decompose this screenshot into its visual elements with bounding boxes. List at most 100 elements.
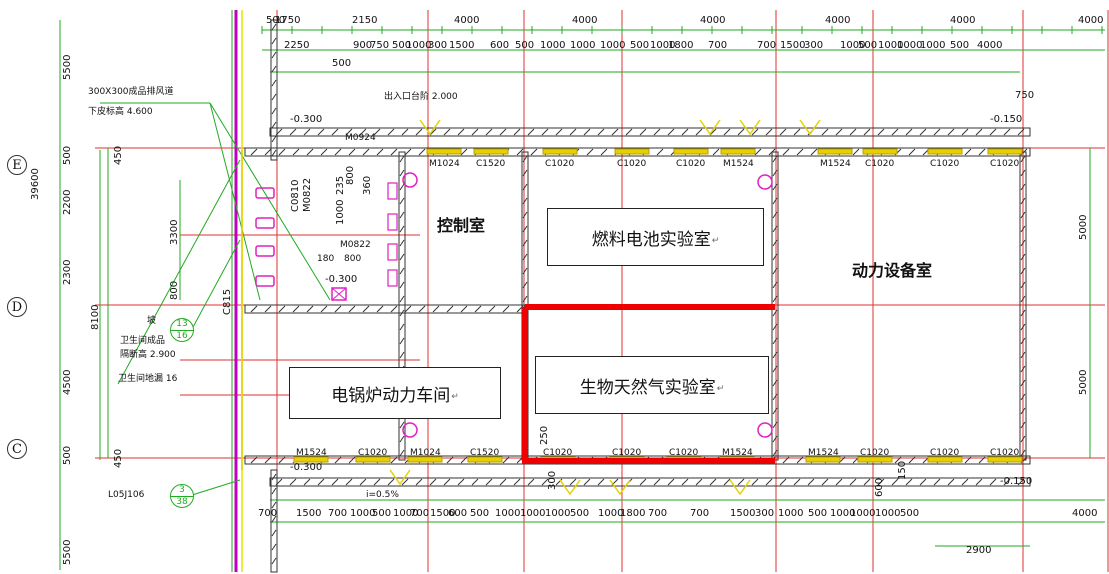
- window-tag-bottom: C1020: [612, 448, 641, 458]
- wall-hatch: [772, 407, 778, 415]
- toilet-tag: M0822: [302, 178, 313, 212]
- wall-hatch: [271, 37, 277, 45]
- wall-hatch: [522, 281, 528, 289]
- wall-hatch: [399, 155, 405, 163]
- wall-vertical: [1019, 151, 1027, 461]
- wall-hatch: [348, 148, 356, 156]
- wall-hatch: [516, 148, 524, 156]
- wall-vertical: [398, 151, 406, 461]
- wall-hatch: [754, 148, 762, 156]
- wall-hatch: [765, 128, 773, 136]
- right-dim-lower: 5000: [1078, 370, 1089, 395]
- wall-hatch: [527, 128, 535, 136]
- wall-hatch: [522, 295, 528, 303]
- wall-hatch: [835, 478, 843, 486]
- wall-hatch: [653, 478, 661, 486]
- ref1-divider: [171, 329, 193, 331]
- wall-hatch: [961, 128, 969, 136]
- wall-hatch: [250, 305, 258, 313]
- wall-hatch: [807, 478, 815, 486]
- wall-hatch: [723, 478, 731, 486]
- wall-hatch: [488, 305, 496, 313]
- wall-hatch: [1020, 449, 1026, 457]
- room-label-biogas: 生物天然气实验室: [579, 377, 716, 398]
- wall-hatch: [271, 487, 277, 495]
- wall-hatch: [415, 128, 423, 136]
- top-dimension-label: 1000: [600, 40, 625, 51]
- wall-hatch: [250, 456, 258, 464]
- wall-hatch: [271, 121, 277, 129]
- wall-hatch: [303, 128, 311, 136]
- wall-hatch: [1020, 323, 1026, 331]
- toilet-tag: M0822: [340, 240, 371, 250]
- wall-hatch: [555, 478, 563, 486]
- window-tag-top: C1020: [617, 159, 646, 169]
- wall-hatch: [751, 478, 759, 486]
- wall-hatch: [1020, 309, 1026, 317]
- wall-hatch: [1020, 225, 1026, 233]
- wall-hatch: [772, 323, 778, 331]
- annotation-toilet-a: 卫生间成品: [120, 334, 165, 346]
- wall-hatch: [271, 515, 277, 523]
- elevation-toilet: -0.300: [325, 274, 357, 285]
- window-tag-bottom: M1024: [410, 448, 441, 458]
- ref2-divider: [171, 495, 193, 497]
- top-dimension-label: 500: [515, 40, 534, 51]
- bottom-dimension-label: 500: [900, 508, 919, 519]
- window-symbol: [542, 148, 578, 155]
- wall-hatch: [772, 379, 778, 387]
- left-dim-top: 5500: [62, 55, 73, 80]
- wall-hatch: [772, 253, 778, 261]
- wall-hatch: [522, 253, 528, 261]
- bottom-dimension-label: 1000: [778, 508, 803, 519]
- window-symbol: [857, 456, 893, 463]
- wall-hatch: [772, 183, 778, 191]
- wall-hatch: [908, 456, 916, 464]
- top-dimension-label: 750: [370, 40, 389, 51]
- bottom-dimension-label: 700: [648, 508, 667, 519]
- wall-hatch: [399, 183, 405, 191]
- wall-hatch: [432, 305, 440, 313]
- door-swing-symbol: [389, 469, 411, 486]
- wall-hatch: [583, 478, 591, 486]
- door-swing-symbol: [419, 119, 441, 136]
- wall-hatch: [399, 197, 405, 205]
- top-dimension-label: 700: [708, 40, 727, 51]
- top-dimension-label: 700: [757, 40, 776, 51]
- wall-hatch: [541, 478, 549, 486]
- annotation-ref2-code: L05J106: [108, 490, 145, 500]
- wall-hatch: [695, 478, 703, 486]
- wall-hatch: [418, 148, 426, 156]
- wall-hatch: [271, 79, 277, 87]
- top-dimension-label: 1000: [570, 40, 595, 51]
- wall-hatch: [320, 305, 328, 313]
- wall-hatch: [933, 128, 941, 136]
- wall-hatch: [793, 478, 801, 486]
- left-dim-bottom: 5500: [62, 540, 73, 565]
- room-label-boiler: 电锅炉动力车间: [331, 385, 451, 406]
- wall-hatch: [681, 128, 689, 136]
- bottom-dimension-label: 700: [328, 508, 347, 519]
- sink-fixture: [757, 422, 773, 438]
- window-symbol: [467, 456, 503, 463]
- wall-hatch: [1020, 253, 1026, 261]
- wall-hatch: [852, 148, 860, 156]
- bottom-dimension-label: 1000: [520, 508, 545, 519]
- door-swing-symbol: [799, 119, 821, 136]
- ref2-bottom: 38: [176, 496, 188, 507]
- paragraph-mark: ↵: [451, 392, 459, 402]
- bottom-dimension-label: 500: [372, 508, 391, 519]
- bottom-dimension-label: 1000: [875, 508, 900, 519]
- wall-hatch: [978, 148, 986, 156]
- axis-label-e: E: [12, 157, 22, 173]
- ref1-bottom: 16: [176, 330, 188, 341]
- wall-hatch: [772, 169, 778, 177]
- bottom-dimension-label: 500: [470, 508, 489, 519]
- wall-horizontal: [269, 477, 1031, 487]
- bottom-dimension-label: 1000: [830, 508, 855, 519]
- wall-hatch: [317, 478, 325, 486]
- wall-hatch: [474, 305, 482, 313]
- detail-reference-bubble-2: 3 38: [170, 484, 194, 508]
- top-dimension-label: 1000: [920, 40, 945, 51]
